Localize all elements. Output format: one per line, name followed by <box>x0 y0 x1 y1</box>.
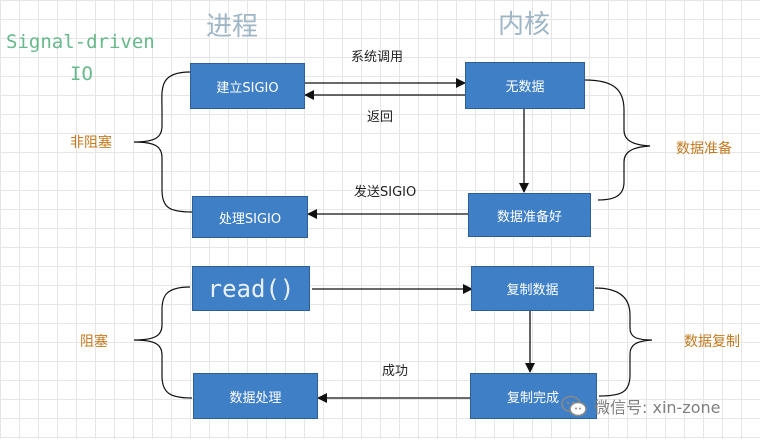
send-sigio-label: 发送SIGIO <box>354 185 417 200</box>
return-label: 返回 <box>367 110 394 125</box>
process-header: 进程 <box>206 12 259 42</box>
handle-sigio-box: 处理SIGIO <box>192 196 308 238</box>
process-data-box: 数据处理 <box>193 373 318 419</box>
diagram-title-line2: IO <box>70 63 93 85</box>
data-copy-label: 数据复制 <box>684 334 740 350</box>
blocking-brace <box>133 286 193 399</box>
wechat-watermark: 微信号: xin-zone <box>560 394 720 418</box>
establish-sigio-box: 建立SIGIO <box>190 63 305 109</box>
data-ready-box: 数据准备好 <box>468 193 591 237</box>
diagram-title-line1: Signal-driven <box>6 31 155 53</box>
blocking-label: 阻塞 <box>80 334 108 350</box>
data-prepare-label: 数据准备 <box>676 141 732 157</box>
data-prepare-brace <box>584 79 651 201</box>
non-blocking-label: 非阻塞 <box>70 135 112 151</box>
watermark-text: 微信号: xin-zone <box>594 398 721 417</box>
data-copy-brace <box>594 287 653 397</box>
copy-done-box: 复制完成 <box>470 373 597 419</box>
no-data-box: 无数据 <box>465 62 585 109</box>
read-call-box: read() <box>192 266 310 311</box>
success-label: 成功 <box>382 364 409 379</box>
syscall-label: 系统调用 <box>351 50 404 65</box>
non-blocking-brace <box>133 71 193 213</box>
kernel-header: 内核 <box>498 10 551 40</box>
copy-data-box: 复制数据 <box>471 266 594 311</box>
wechat-logo-icon <box>561 395 587 417</box>
